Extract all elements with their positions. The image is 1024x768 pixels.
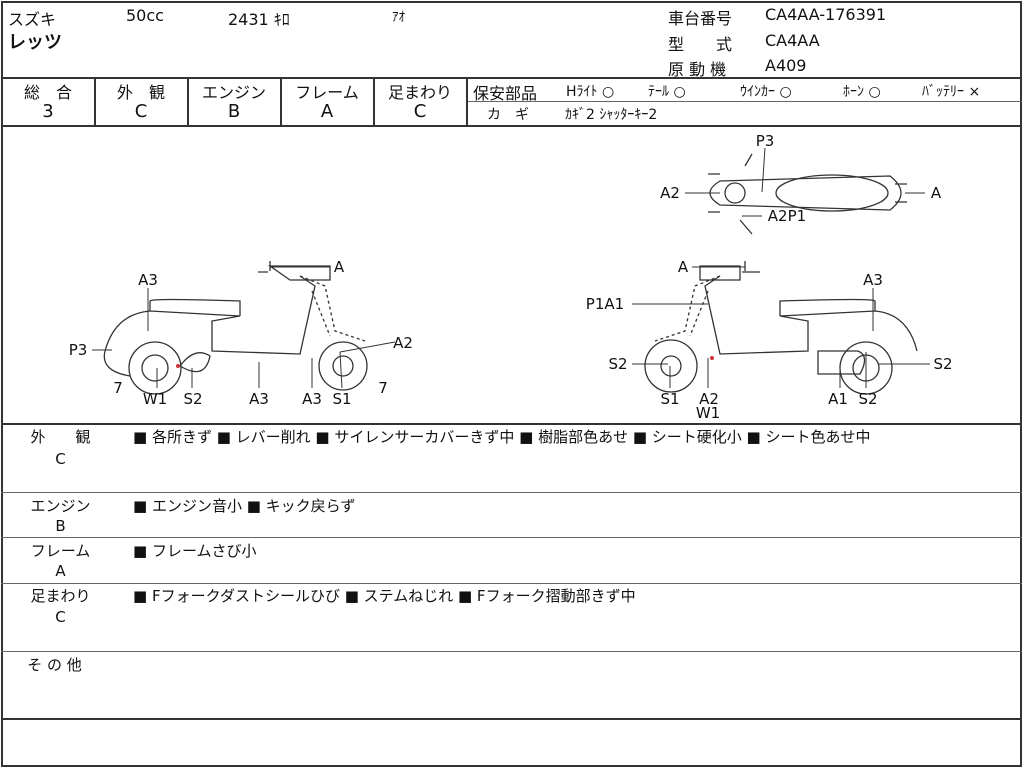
type-value: CA4AA: [765, 31, 820, 50]
safety-headlight: Hﾗｲﾄ ○: [566, 84, 615, 100]
key-label: カ ギ: [487, 107, 529, 123]
diagram-label: A: [677, 258, 689, 276]
diagram-label: S1: [332, 390, 352, 408]
engine-label: 原 動 機: [668, 60, 727, 79]
safety-tail: ﾃｰﾙ ○: [648, 84, 686, 100]
diagram-label: S2: [183, 390, 203, 408]
score-exterior: C: [134, 101, 148, 122]
scooter-left-view: [103, 261, 368, 395]
comment-text-frame: ■ フレームさび小: [133, 542, 257, 560]
mileage: 2431 ｷﾛ: [228, 10, 290, 29]
displacement: 50cc: [126, 6, 164, 25]
comment-title-exterior: 外 観: [30, 428, 91, 446]
diagram-label: S2: [933, 355, 953, 373]
scooter-right-view: [644, 261, 918, 395]
score-suspension: C: [413, 101, 427, 122]
score-overall: 3: [42, 101, 54, 122]
diagram-label: A3: [302, 390, 322, 408]
diagram-label: W1: [695, 404, 721, 422]
safety-label: 保安部品: [473, 84, 538, 103]
diagram-label: 7: [378, 379, 388, 397]
key-value: ｶｷﾞ2 ｼｬｯﾀｰｷｰ2: [565, 107, 658, 123]
diagram-label: P1A1: [585, 295, 625, 313]
diagram-label: A3: [863, 271, 883, 289]
divider: [1, 125, 1022, 127]
color: ｱｵ: [392, 10, 405, 25]
diagram-label: A: [333, 258, 345, 276]
damage-diagram: [92, 147, 930, 395]
score-label-engine: エンジン: [201, 83, 266, 102]
divider: [467, 101, 1022, 102]
score-label-overall: 総 合: [23, 83, 72, 102]
score-label-suspension: 足まわり: [387, 83, 452, 102]
comment-title-engine: エンジン: [30, 497, 91, 515]
type-label: 型 式: [668, 35, 733, 54]
comment-text-exterior: ■ 各所きず ■ レバー削れ ■ サイレンサーカバーきず中 ■ 樹脂部色あせ ■…: [133, 428, 871, 446]
engine-value: A409: [765, 56, 807, 75]
score-frame: A: [320, 101, 334, 122]
model-name: レッツ: [8, 32, 62, 53]
diagram-label: W1: [142, 390, 168, 408]
comment-title-suspension: 足まわり: [30, 587, 91, 605]
diagram-label: A3: [249, 390, 269, 408]
diagram-label: S1: [660, 390, 680, 408]
comment-grade-suspension: C: [55, 608, 66, 626]
comment-grade-frame: A: [55, 562, 66, 580]
diagram-label: A2: [699, 390, 719, 408]
diagram-label: A1: [828, 390, 848, 408]
maker: スズキ: [8, 10, 57, 29]
frame-no: CA4AA-176391: [765, 5, 887, 24]
divider: [1, 77, 1022, 79]
comment-grade-exterior: C: [55, 450, 66, 468]
diagram-label: A2: [660, 184, 680, 202]
comment-text-suspension: ■ Fフォークダストシールひび ■ ステムねじれ ■ Fフォーク摺動部きず中: [133, 587, 636, 605]
comment-title-frame: フレーム: [30, 542, 91, 560]
comment-grade-engine: B: [55, 517, 66, 535]
score-engine: B: [227, 101, 241, 122]
diagram-label: A2P1: [767, 207, 807, 225]
safety-horn: ﾎｰﾝ ○: [843, 84, 881, 100]
diagram-label: S2: [608, 355, 628, 373]
diagram-label: P3: [755, 132, 775, 150]
safety-winker: ｳｲﾝｶｰ ○: [740, 84, 792, 100]
score-label-exterior: 外 観: [116, 83, 165, 102]
diagram-label: P3: [68, 341, 88, 359]
score-label-frame: フレーム: [295, 83, 359, 102]
comment-title-other: そ の 他: [27, 656, 82, 674]
scooter-top-view: [708, 153, 907, 235]
frame-no-label: 車台番号: [668, 9, 733, 28]
diagram-label: A3: [138, 271, 158, 289]
diagram-label: A2: [393, 334, 413, 352]
comment-text-engine: ■ エンジン音小 ■ キック戻らず: [133, 497, 356, 515]
diagram-label: S2: [858, 390, 878, 408]
diagram-label: A: [930, 184, 942, 202]
diagram-label: 7: [113, 379, 123, 397]
safety-battery: ﾊﾞｯﾃﾘｰ ×: [922, 84, 981, 100]
